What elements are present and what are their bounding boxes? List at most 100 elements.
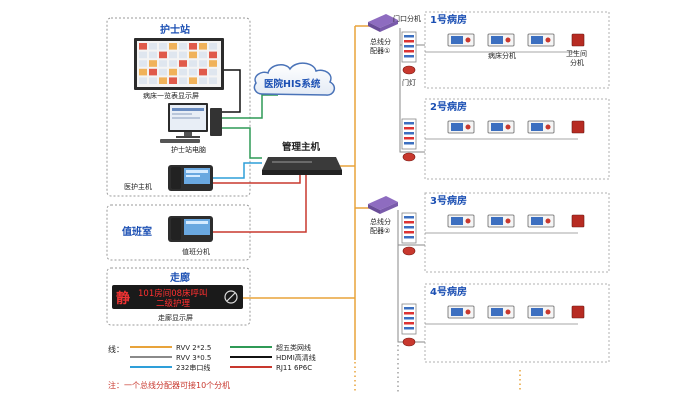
bed-cell xyxy=(159,43,167,50)
svg-text:HDMI高清线: HDMI高清线 xyxy=(276,353,316,362)
bed-extension-screen xyxy=(451,308,463,316)
bed-cell xyxy=(199,77,207,84)
distributor-1-label-line2: 配器① xyxy=(370,47,390,55)
bed-cell xyxy=(159,68,167,76)
bed-cell xyxy=(179,43,187,50)
bed-extension-device xyxy=(487,214,515,228)
corridor-panel xyxy=(106,267,251,326)
bed-cell xyxy=(209,51,217,59)
bed-extension-button xyxy=(505,218,511,224)
legend-title: 线： xyxy=(108,344,124,354)
bed-extension-device xyxy=(527,120,555,134)
ward-title: 1号病房 xyxy=(430,13,467,26)
bed-extension-button xyxy=(465,37,471,43)
ward-panel-1 xyxy=(424,11,610,89)
bed-cell xyxy=(159,60,167,67)
corridor-display-glyph: 静 xyxy=(116,290,130,307)
bed-cell xyxy=(179,51,187,59)
bed-extension-button xyxy=(505,37,511,43)
bathroom-extension-device xyxy=(571,33,585,47)
corridor-title: 走廊 xyxy=(169,271,190,284)
door-extension-row xyxy=(404,50,414,53)
distributor-2-label-line1: 总线分 xyxy=(370,217,391,226)
door-light-label: 门灯 xyxy=(402,78,416,87)
door-extension-row xyxy=(404,221,414,224)
svg-text:超五类网线: 超五类网线 xyxy=(276,343,311,352)
distributor-1-label-line1: 总线分 xyxy=(370,37,391,46)
bed-extension-screen xyxy=(491,217,503,225)
door-light-device xyxy=(402,152,416,162)
door-extension-row xyxy=(404,55,414,58)
bed-cell xyxy=(159,77,167,84)
hdmi-cable xyxy=(222,69,241,113)
bed-cell xyxy=(169,68,177,76)
svg-text:232串口线: 232串口线 xyxy=(176,363,210,372)
bathroom-extension-device xyxy=(571,305,585,319)
network-cable-host xyxy=(222,127,262,159)
bed-cell xyxy=(189,77,197,84)
bed-extension-device xyxy=(487,305,515,319)
corridor-display-line1: 101房间08床呼叫 xyxy=(138,288,208,299)
his-cloud xyxy=(253,62,336,96)
door-extension-row xyxy=(404,45,414,48)
nurse-station-pc xyxy=(160,103,222,143)
distributor-2-label-line2: 配器② xyxy=(370,227,390,235)
medical-host-label: 医护主机 xyxy=(124,182,152,191)
no-noise-icon xyxy=(224,290,238,304)
bed-extension-device xyxy=(447,120,475,134)
ward-3: 3号病房 xyxy=(401,194,585,256)
bed-overview-screen xyxy=(134,38,224,90)
corridor-display-line2: 二级护理 xyxy=(156,298,191,309)
door-extension-row xyxy=(404,122,414,125)
duty-room-title: 值班室 xyxy=(122,225,152,238)
door-light-device xyxy=(402,246,416,256)
bed-extension-device xyxy=(487,33,515,47)
bed-extension-button xyxy=(465,309,471,315)
door-light-device xyxy=(402,337,416,347)
bed-cell xyxy=(149,77,157,84)
door-extension-row xyxy=(404,35,414,38)
bed-cell xyxy=(179,77,187,84)
door-light-device xyxy=(402,65,416,75)
bed-cell xyxy=(209,68,217,76)
bed-extension-device xyxy=(447,33,475,47)
bed-cell xyxy=(139,77,147,84)
bed-cell xyxy=(149,68,157,76)
ward-panel-3 xyxy=(424,192,610,273)
ward-4: 4号病房 xyxy=(401,285,585,347)
door-extension-row xyxy=(404,132,414,135)
bed-extension-screen xyxy=(451,123,463,131)
legend-item-rvv-3x0-5: RVV 3*0.5 xyxy=(130,354,211,362)
bed-overview-screen-label: 病床一览表显示屏 xyxy=(143,91,199,100)
door-extension-row xyxy=(404,231,414,234)
bed-extension-screen xyxy=(451,217,463,225)
bed-extension-device xyxy=(527,33,555,47)
medical-host-device xyxy=(168,165,213,191)
bed-extension-screen xyxy=(491,123,503,131)
distributor-note: 注：一个总线分配器可接10个分机 xyxy=(108,380,230,390)
distributor-feed-1 xyxy=(399,28,425,153)
nurse-station-pc-label: 护士站电脑 xyxy=(171,145,206,154)
corridor-display: 静 101房间08床呼叫 二级护理 xyxy=(112,285,243,309)
door-extension-row xyxy=(404,127,414,130)
bed-cell xyxy=(139,68,147,76)
bed-cell xyxy=(139,51,147,59)
bed-extension-button xyxy=(545,309,551,315)
ward-panel-4 xyxy=(424,283,610,363)
bed-extension-button xyxy=(465,124,471,130)
nurse-station-title: 护士站 xyxy=(160,23,190,36)
duty-extension-label: 值班分机 xyxy=(182,247,210,256)
bed-cell xyxy=(179,60,187,67)
bed-extension-device xyxy=(527,305,555,319)
bathroom-extension-device xyxy=(571,214,585,228)
bed-extension-screen xyxy=(491,308,503,316)
ward-title: 2号病房 xyxy=(430,100,467,113)
bed-cell xyxy=(139,60,147,67)
door-extension-label: 门口分机 xyxy=(393,14,421,23)
bed-extension-label: 病床分机 xyxy=(488,51,516,60)
bus-distributor-2 xyxy=(368,196,398,214)
bed-extension-button xyxy=(545,37,551,43)
bed-extension-device xyxy=(527,214,555,228)
door-extension-row xyxy=(404,322,414,325)
bed-extension-screen xyxy=(531,217,543,225)
